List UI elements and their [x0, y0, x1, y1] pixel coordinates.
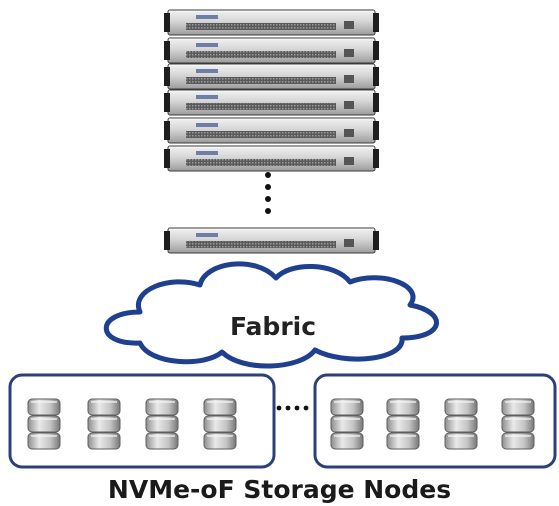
fabric-label: Fabric: [230, 312, 316, 341]
storage-node-box-left: [8, 373, 276, 469]
rack-server-icon: [164, 89, 379, 116]
bottom-server: [164, 227, 379, 254]
storage-nodes-caption: NVMe-oF Storage Nodes: [107, 475, 452, 504]
rack-server-icon: [164, 227, 379, 254]
server-stack: [164, 9, 379, 172]
storage-drive-stack-icon: [145, 398, 179, 450]
horizontal-ellipsis-icon: [276, 405, 309, 411]
rack-server-icon: [164, 117, 379, 144]
storage-drive-stack-icon: [27, 398, 61, 450]
storage-drive-stack-icon: [386, 398, 420, 450]
rack-server-icon: [164, 9, 379, 36]
rack-server-icon: [164, 63, 379, 90]
storage-drive-stack-icon: [87, 398, 121, 450]
storage-drive-stack-icon: [203, 398, 237, 450]
storage-node-box-right: [313, 373, 557, 469]
network-cloud-icon: [103, 261, 439, 369]
storage-drives: [27, 398, 535, 450]
rack-server-icon: [164, 145, 379, 172]
storage-drive-stack-icon: [330, 398, 364, 450]
storage-drive-stack-icon: [444, 398, 478, 450]
storage-drive-stack-icon: [501, 398, 535, 450]
rack-server-icon: [164, 37, 379, 64]
vertical-ellipsis-icon: [265, 172, 271, 214]
